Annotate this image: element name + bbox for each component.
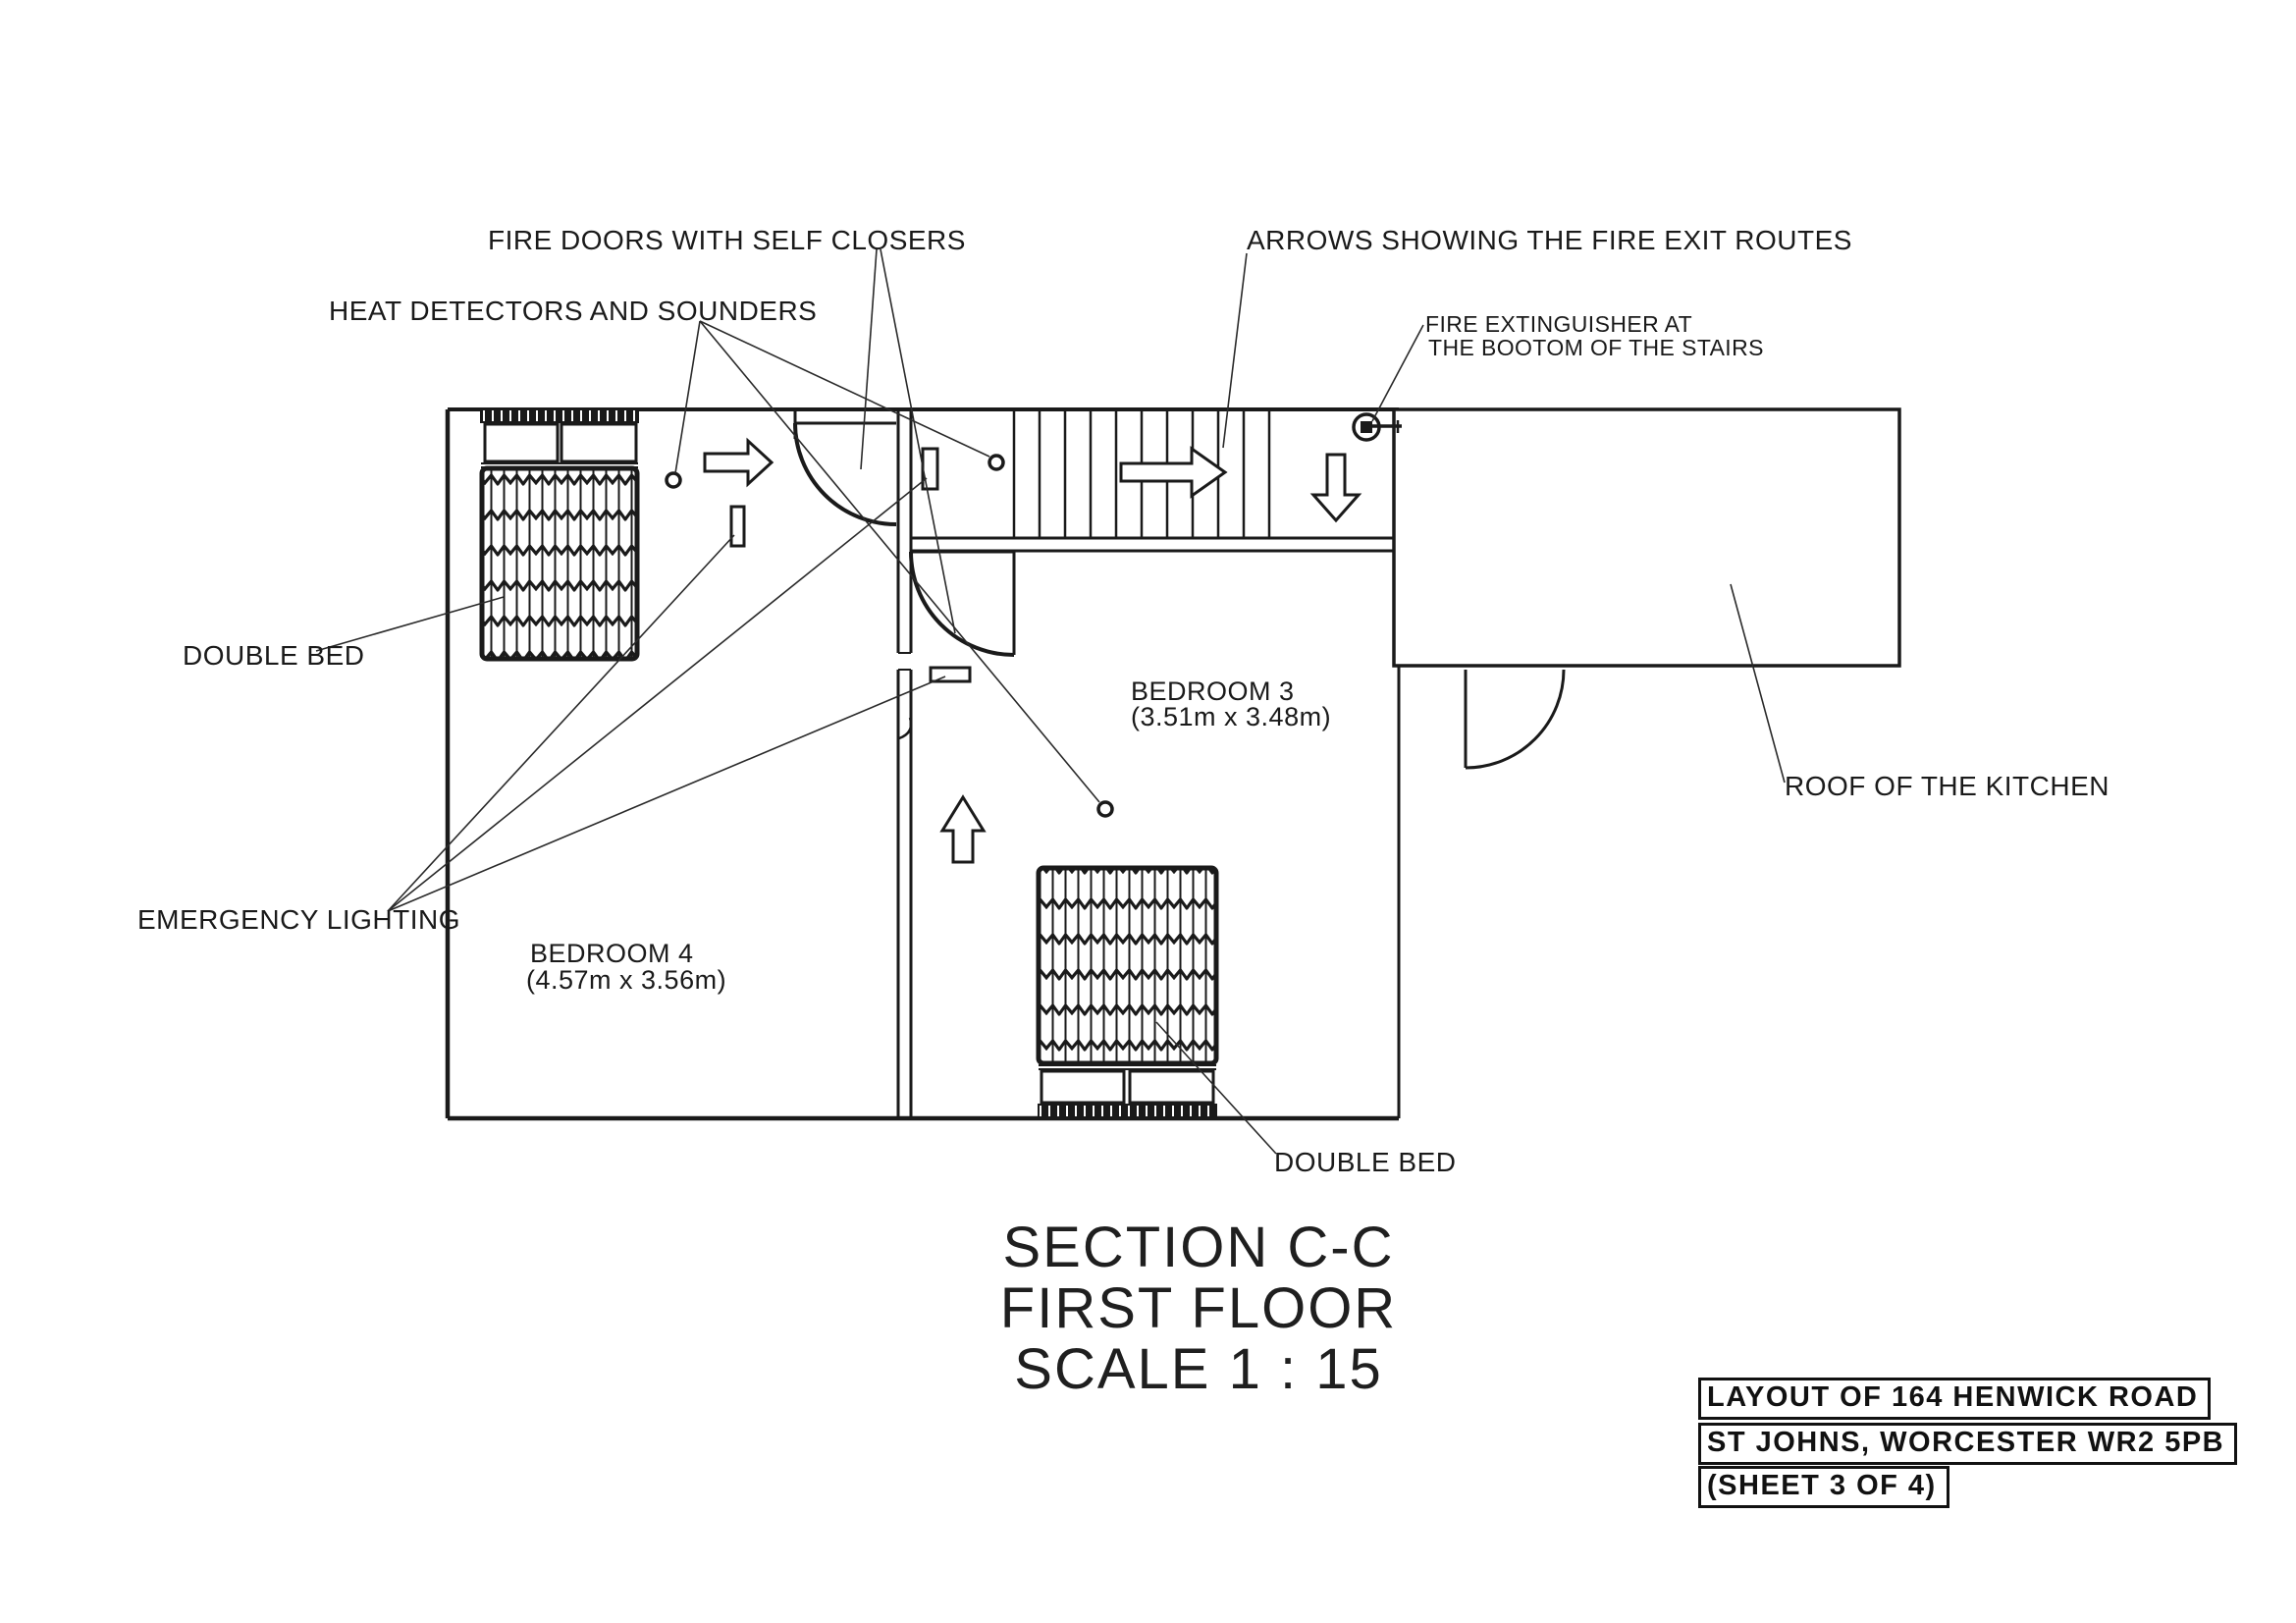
label-double-bed-right: DOUBLE BED	[1274, 1147, 1457, 1177]
label-bedroom3-dimensions: (3.51m x 3.48m)	[1131, 702, 1332, 731]
heat-detectors	[665, 454, 1114, 818]
fire-door-hallway	[793, 409, 897, 526]
kitchen-roof	[1392, 407, 1901, 770]
fire-door-bedroom3	[909, 550, 1016, 657]
exit-arrow-up-bedroom3-icon	[939, 794, 987, 864]
heat-detector-icon	[988, 454, 1005, 471]
emergency-light-icon	[921, 447, 939, 491]
label-bedroom3-name: BEDROOM 3	[1131, 676, 1295, 706]
emergency-light-icon	[929, 666, 972, 683]
title-block-row: (SHEET 3 OF 4)	[1698, 1466, 1949, 1508]
exit-arrow-right-stairs-icon	[1119, 446, 1228, 499]
label-emergency-lighting: EMERGENCY LIGHTING	[137, 904, 460, 935]
title-block-row: ST JOHNS, WORCESTER WR2 5PB	[1698, 1423, 2238, 1465]
label-fire-exit-arrows: ARROWS SHOWING THE FIRE EXIT ROUTES	[1247, 225, 1852, 255]
title-section: SECTION C-C	[1002, 1216, 1395, 1279]
pillow	[483, 422, 560, 463]
label-fire-extinguisher-line1: FIRE EXTINGUISHER AT	[1425, 311, 1693, 337]
double-bed-bedroom3	[1036, 865, 1219, 1118]
pillow	[1128, 1069, 1215, 1105]
label-fire-doors: FIRE DOORS WITH SELF CLOSERS	[488, 225, 966, 255]
title-block-sheet-number: (SHEET 3 OF 4)	[1698, 1466, 1949, 1508]
double-bed-bedroom4	[479, 408, 640, 662]
title-block-address-line2: ST JOHNS, WORCESTER WR2 5PB	[1698, 1423, 2238, 1465]
title-block-row: LAYOUT OF 164 HENWICK ROAD	[1698, 1378, 2212, 1420]
fire-extinguisher-icon	[1352, 412, 1402, 442]
label-heat-detectors: HEAT DETECTORS AND SOUNDERS	[329, 296, 818, 326]
heat-detector-icon	[1096, 800, 1114, 818]
label-bedroom4-dimensions: (4.57m x 3.56m)	[526, 965, 727, 995]
exit-arrow-right-bedroom4-icon	[703, 437, 774, 488]
fire-exit-arrows	[703, 437, 1362, 864]
drawing-title: SECTION C-C FIRST FLOOR SCALE 1 : 15	[953, 1217, 1444, 1400]
title-scale: SCALE 1 : 15	[1014, 1337, 1383, 1401]
exit-arrow-down-landing-icon	[1309, 453, 1362, 523]
title-floor: FIRST FLOOR	[999, 1276, 1398, 1340]
label-bedroom4-name: BEDROOM 4	[530, 939, 694, 968]
title-block-address-line1: LAYOUT OF 164 HENWICK ROAD	[1698, 1378, 2212, 1420]
emergency-light-icon	[729, 505, 746, 548]
pillow	[1040, 1069, 1126, 1105]
label-roof-of-kitchen: ROOF OF THE KITCHEN	[1785, 771, 2109, 801]
kitchen-door	[1464, 669, 1566, 770]
label-double-bed-left: DOUBLE BED	[183, 640, 365, 671]
heat-detector-icon	[665, 471, 682, 489]
leader-lines	[315, 248, 1786, 1155]
pillow	[560, 422, 638, 463]
walls	[445, 407, 1401, 1121]
label-fire-extinguisher-line2: THE BOOTOM OF THE STAIRS	[1428, 335, 1764, 360]
emergency-lights	[729, 447, 972, 683]
